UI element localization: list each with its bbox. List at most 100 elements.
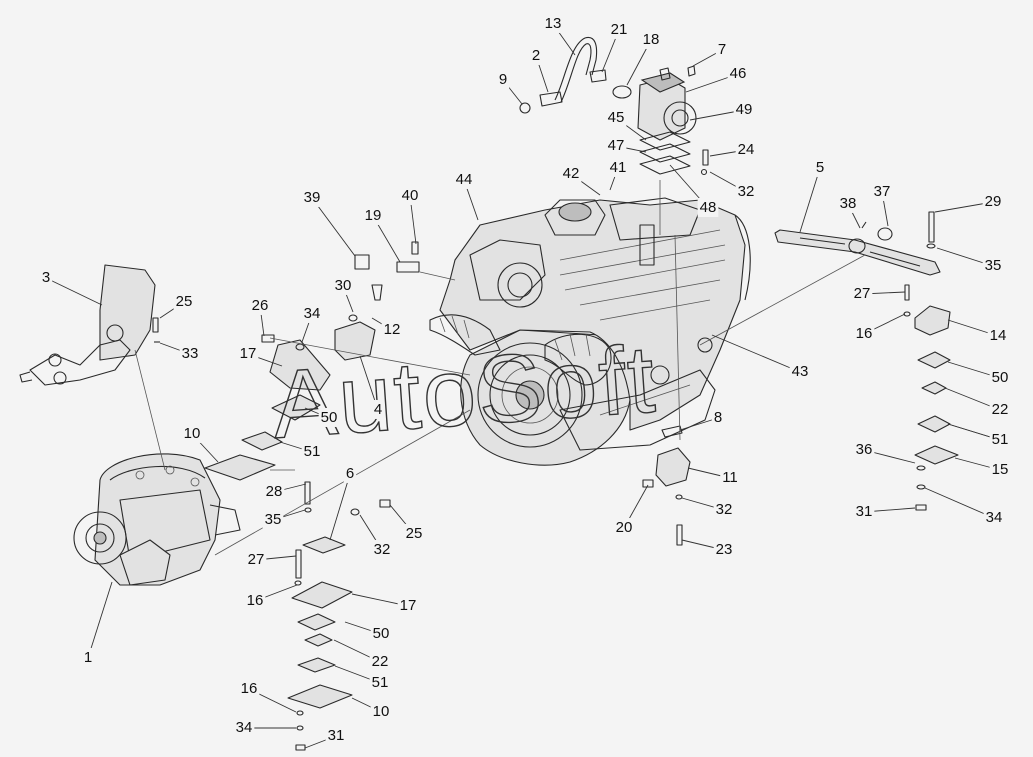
callout-label-background — [713, 499, 735, 519]
hydraulic-pump — [73, 453, 241, 586]
callout-label-background — [262, 509, 284, 529]
callout-label: 51 — [304, 443, 321, 460]
callout-label-background — [735, 139, 757, 159]
callout-label: 4 — [374, 401, 382, 418]
callout-label-background — [370, 623, 392, 643]
callout-label: 25 — [176, 293, 193, 310]
callout-label-background — [325, 725, 347, 745]
callout-label-background — [715, 39, 729, 59]
callout-label: 51 — [992, 431, 1009, 448]
callout-label-background — [853, 501, 875, 521]
callout-leader — [679, 417, 719, 431]
callout-label: 26 — [252, 297, 269, 314]
callout-label-background — [605, 107, 627, 127]
callout-label-background — [987, 325, 1009, 345]
callout-label: 50 — [373, 625, 390, 642]
right-mount-stack — [903, 211, 959, 511]
callout-label-background — [983, 507, 1005, 527]
callout-label-background — [369, 672, 391, 692]
callout-label-background — [529, 45, 543, 65]
callout-label: 35 — [985, 257, 1002, 274]
callout-label: 27 — [854, 285, 871, 302]
callout-label-background — [871, 181, 893, 201]
callout-label-background — [397, 595, 419, 615]
callout-label: 16 — [856, 325, 873, 342]
callout-label-background — [640, 29, 662, 49]
callout-label-background — [605, 135, 627, 155]
callout-label-background — [542, 13, 564, 33]
callout-label: 18 — [643, 31, 660, 48]
callout-label: 32 — [716, 501, 733, 518]
lower-mount-stack — [287, 481, 391, 751]
callout-label-background — [233, 717, 255, 737]
callout-label-background — [989, 367, 1011, 387]
callout-label: 25 — [406, 525, 423, 542]
callout-label: 38 — [840, 195, 857, 212]
callout-label-background — [560, 163, 582, 183]
callout-label-background — [370, 701, 392, 721]
callout-label-background — [989, 459, 1011, 479]
callout-label-background — [982, 255, 1004, 275]
callout-leader — [329, 473, 351, 541]
callout-label-background — [173, 291, 195, 311]
callout-label: 33 — [182, 345, 199, 362]
callout-label: 23 — [716, 541, 733, 558]
callout-label-background — [238, 678, 260, 698]
callout-label-background — [263, 481, 285, 501]
callout-label-background — [301, 187, 323, 207]
callout-label-background — [989, 429, 1011, 449]
callout-label-background — [735, 181, 757, 201]
callout-label-background — [607, 157, 629, 177]
callout-label-background — [720, 467, 740, 487]
callout-label: 17 — [240, 345, 257, 362]
callout-label: 27 — [248, 551, 265, 568]
callout-leader — [87, 581, 113, 659]
callout-label-background — [237, 343, 259, 363]
callout-label-background — [39, 267, 53, 287]
callout-label-background — [318, 407, 340, 427]
callout-label: 36 — [856, 441, 873, 458]
callout-label: 14 — [990, 327, 1007, 344]
callout-label: 12 — [384, 321, 401, 338]
callout-label: 2 — [532, 47, 540, 64]
callout-label: 43 — [792, 363, 809, 380]
callout-label: 34 — [236, 719, 253, 736]
callout-label-background — [853, 439, 875, 459]
callout-label: 21 — [611, 21, 628, 38]
callout-label: 51 — [372, 674, 389, 691]
callout-label: 50 — [992, 369, 1009, 386]
callout-label: 28 — [266, 483, 283, 500]
callout-label-background — [381, 319, 403, 339]
callout-label: 42 — [563, 165, 580, 182]
callout-label: 45 — [608, 109, 625, 126]
callout-label: 30 — [335, 277, 352, 294]
callout-label-background — [179, 343, 201, 363]
callout-label-background — [713, 539, 735, 559]
callout-label: 48 — [700, 199, 717, 216]
callout-label: 34 — [304, 305, 321, 322]
callout-label-background — [613, 517, 635, 537]
callout-label: 13 — [545, 15, 562, 32]
callout-label-background — [244, 590, 266, 610]
callout-label-background — [81, 647, 95, 667]
callout-leader — [711, 334, 801, 373]
callout-label: 44 — [456, 171, 473, 188]
callout-label-background — [853, 323, 875, 343]
callout-label-background — [403, 523, 425, 543]
callout-label: 47 — [608, 137, 625, 154]
callout-leader — [924, 487, 995, 519]
callout-label-background — [453, 169, 475, 189]
callout-label-background — [301, 441, 323, 461]
assembly-axis-lines — [134, 180, 866, 556]
callout-label-background — [369, 651, 391, 671]
callout-label: 40 — [402, 187, 419, 204]
callout-label: 49 — [736, 101, 753, 118]
left-center-brackets — [204, 241, 420, 481]
callout-label: 8 — [714, 409, 722, 426]
callout-label: 11 — [722, 469, 738, 486]
callout-label: 1 — [84, 649, 92, 666]
callout-label-background — [813, 157, 827, 177]
callout-label: 34 — [986, 509, 1003, 526]
callout-label: 46 — [730, 65, 747, 82]
